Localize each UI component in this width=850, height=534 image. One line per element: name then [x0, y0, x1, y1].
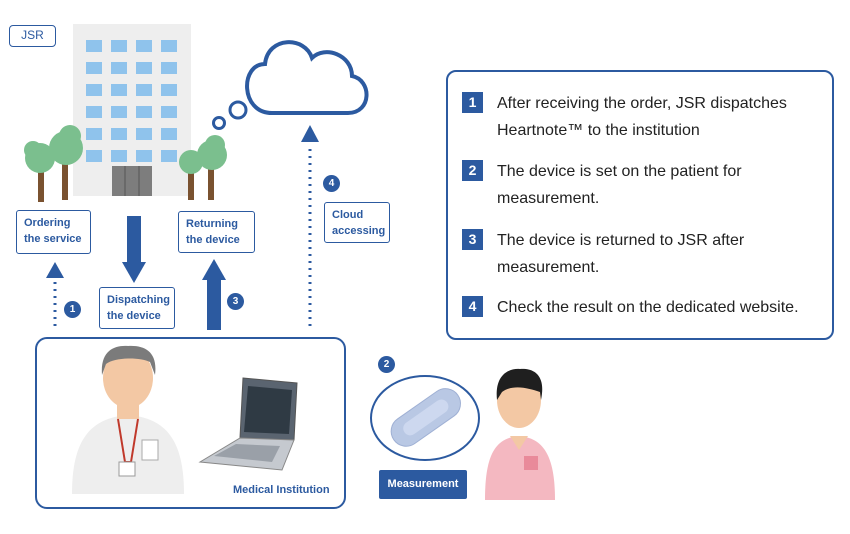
- step-text: After receiving the order, JSR dispatche…: [497, 95, 787, 139]
- step-badge: 3: [462, 229, 483, 250]
- step-badge: 4: [462, 296, 483, 317]
- building-window: [136, 40, 152, 52]
- building-window: [136, 62, 152, 74]
- medical-institution-box: [35, 337, 346, 509]
- measurement-label: Measurement: [379, 470, 467, 499]
- ordering-service-label: Ordering the service: [16, 210, 91, 254]
- step-marker-2: 2: [378, 356, 395, 373]
- step-marker-1: 1: [64, 301, 81, 318]
- arrow-icon: [46, 262, 64, 326]
- building-icon: [73, 24, 191, 196]
- medical-institution-label: Medical Institution: [233, 484, 330, 496]
- arrow-icon: [301, 125, 319, 326]
- building-window: [86, 84, 102, 96]
- building-window: [136, 106, 152, 118]
- building-window: [161, 84, 177, 96]
- building-window: [86, 106, 102, 118]
- laptop-icon: [198, 377, 298, 471]
- building-window: [111, 128, 127, 140]
- step-text: The device is returned to JSR after meas…: [497, 232, 745, 276]
- building-window: [86, 62, 102, 74]
- building-window: [111, 40, 127, 52]
- step-badge: 2: [462, 160, 483, 181]
- building-window: [86, 150, 102, 162]
- building-window: [111, 150, 127, 162]
- building-window: [136, 84, 152, 96]
- building-window: [136, 150, 152, 162]
- building-window: [86, 128, 102, 140]
- building-window: [161, 106, 177, 118]
- steps-panel: 1 After receiving the order, JSR dispatc…: [446, 70, 834, 340]
- building-window: [136, 128, 152, 140]
- building-window: [161, 150, 177, 162]
- building-window: [161, 62, 177, 74]
- arrow-icon: [202, 259, 226, 330]
- step-marker-4: 4: [323, 175, 340, 192]
- building-window: [111, 84, 127, 96]
- returning-device-label: Returning the device: [178, 211, 255, 253]
- building-window: [111, 62, 127, 74]
- arrow-icon: [122, 216, 146, 283]
- patch-device-icon: [370, 375, 480, 461]
- building-window: [111, 106, 127, 118]
- dispatching-device-label: Dispatching the device: [99, 287, 175, 329]
- patient-icon: [485, 368, 555, 500]
- step-text: Check the result on the dedicated websit…: [497, 299, 799, 316]
- building-window: [86, 40, 102, 52]
- cloud-accessing-label: Cloud accessing: [324, 202, 390, 243]
- step-text: The device is set on the patient for mea…: [497, 163, 742, 207]
- cloud-icon: [212, 40, 369, 130]
- tree-icon: [24, 125, 83, 202]
- step-badge: 1: [462, 92, 483, 113]
- building-window: [161, 128, 177, 140]
- tree-icon: [179, 135, 227, 200]
- brand-label: JSR: [9, 25, 56, 47]
- building-window: [161, 40, 177, 52]
- doctor-icon: [72, 345, 184, 494]
- step-marker-3: 3: [227, 293, 244, 310]
